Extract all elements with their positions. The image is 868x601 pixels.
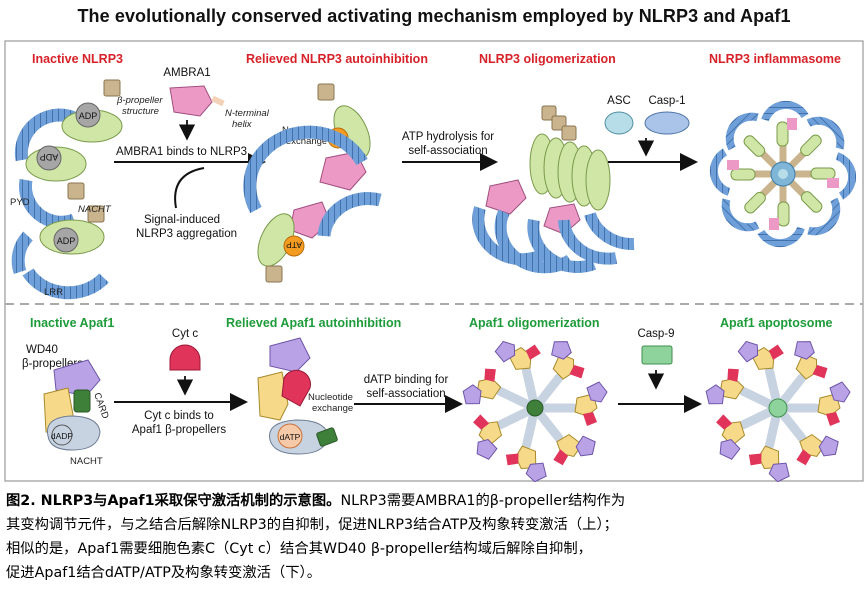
- nucleotide-exchange-label-2: exchange: [286, 136, 327, 147]
- atp-label-flipped: ATP: [286, 240, 302, 250]
- dadp-label: dADP: [51, 431, 74, 441]
- adp-label-flipped: ADP: [40, 152, 59, 162]
- caption-line-1: 图2. NLRP3与Apaf1采取保守激活机制的示意图。NLRP3需要AMBRA…: [6, 489, 864, 513]
- atp-hydrolysis-label-2: self-association: [408, 145, 487, 157]
- heading-nlrp3-inflammasome: NLRP3 inflammasome: [709, 52, 841, 66]
- heading-relieved-nlrp3: Relieved NLRP3 autoinhibition: [246, 52, 428, 66]
- beta-propeller-label-2: structure: [122, 106, 159, 117]
- apaf1-oligomer-illustration: [462, 340, 608, 483]
- caption-line-4: 促进Apaf1结合dATP/ATP及构象转变激活（下）。: [6, 565, 321, 581]
- figure-title: The evolutionally conserved activating m…: [77, 6, 791, 26]
- nlrp3-inflammasome-illustration: [709, 100, 857, 248]
- inactive-nlrp3-illustration: ADP ADP ADP PYD NACHT LRR: [10, 79, 123, 300]
- datp-binding-label-2: self-association: [366, 388, 445, 400]
- cytc-step: Cyt c Cyt c binds to Apaf1 β-propellers: [114, 328, 248, 436]
- ambra1-label: AMBRA1: [163, 67, 210, 79]
- signal-induced-label-2: NLRP3 aggregation: [136, 228, 237, 240]
- heading-relieved-apaf1: Relieved Apaf1 autoinhibition: [226, 316, 401, 330]
- relieved-apaf1-illustration: dATP Nucleotide exchange: [257, 337, 353, 455]
- adp-label-lower: ADP: [57, 236, 76, 246]
- atp-hydrolysis-label-1: ATP hydrolysis for: [402, 131, 494, 143]
- ambra1-binds-label: AMBRA1 binds to NLRP3: [116, 146, 247, 158]
- figure-caption: 图2. NLRP3与Apaf1采取保守激活机制的示意图。NLRP3需要AMBRA…: [6, 489, 864, 585]
- cytc-binds-label-1: Cyt c binds to: [144, 410, 214, 422]
- heading-inactive-apaf1: Inactive Apaf1: [30, 316, 114, 330]
- apaf1-nucleotide-label-1: Nucleotide: [308, 392, 353, 403]
- apaf1-nucleotide-label-2: exchange: [312, 403, 353, 414]
- atp-hydrolysis-step: ATP hydrolysis for self-association: [402, 131, 498, 171]
- lrr-label: LRR: [44, 287, 63, 298]
- n-terminal-label-2: helix: [232, 119, 253, 130]
- beta-propeller-label-1: β-propeller: [116, 95, 163, 106]
- nacht-label: NACHT: [78, 204, 112, 215]
- wd40-label-1: WD40: [26, 344, 58, 356]
- panel-border: [4, 40, 864, 482]
- apaf1-nacht-label: NACHT: [70, 456, 103, 467]
- datp-step: dATP binding for self-association: [354, 374, 463, 413]
- inactive-apaf1-illustration: WD40 β-propellers CARD dADP NACHT: [22, 344, 111, 467]
- caption-line-3: 相似的是，Apaf1需要细胞色素C（Cyt c）结合其WD40 β-propel…: [6, 541, 592, 557]
- caption-figure-label: 图2. NLRP3与Apaf1采取保守激活机制的示意图。: [6, 493, 341, 509]
- heading-inactive-nlrp3: Inactive NLRP3: [32, 52, 123, 66]
- datp-binding-label-1: dATP binding for: [364, 374, 449, 386]
- casp1-label: Casp-1: [648, 95, 685, 107]
- cytc-binds-label-2: Apaf1 β-propellers: [132, 424, 226, 436]
- signal-induced-label-1: Signal-induced: [144, 214, 220, 226]
- caption-line-2: 其变构调节元件，与之结合后解除NLRP3的自抑制，促进NLRP3结合ATP及构象…: [6, 517, 618, 533]
- casp9-step: Casp-9: [618, 328, 702, 413]
- casp9-label: Casp-9: [637, 328, 674, 340]
- datp-label: dATP: [280, 432, 301, 442]
- heading-apaf1-oligomerization: Apaf1 oligomerization: [469, 316, 600, 330]
- diagram-figure: Inactive NLRP3 Relieved NLRP3 autoinhibi…: [4, 40, 864, 483]
- asc-label: ASC: [607, 95, 631, 107]
- n-terminal-label-1: N-terminal: [225, 108, 270, 119]
- ambra1-step: AMBRA1 β-propeller structure N-terminal …: [114, 67, 270, 240]
- nlrp3-oligomer-illustration: [472, 105, 635, 274]
- adp-label: ADP: [79, 111, 98, 121]
- cytc-label: Cyt c: [172, 328, 198, 340]
- asc-casp1-step: ASC Casp-1: [604, 95, 698, 171]
- pyd-label: PYD: [10, 197, 30, 208]
- card-label: CARD: [91, 391, 111, 420]
- heading-nlrp3-oligomerization: NLRP3 oligomerization: [479, 52, 616, 66]
- relieved-nlrp3-illustration: ATP Nucleotide exchange ATP: [243, 83, 382, 283]
- heading-apaf1-apoptosome: Apaf1 apoptosome: [720, 316, 833, 330]
- apaf1-apoptosome-illustration: [705, 340, 851, 483]
- caption-line-1-text: NLRP3需要AMBRA1的β-propeller结构作为: [340, 493, 626, 509]
